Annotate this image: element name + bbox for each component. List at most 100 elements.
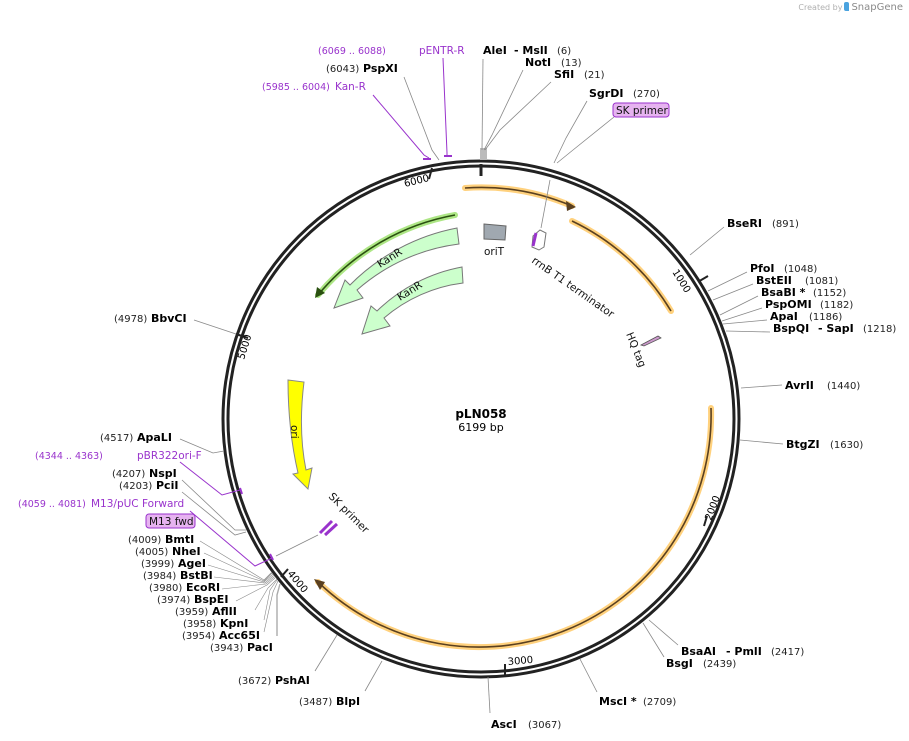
plasmid-title: pLN058 6199 bp [455,407,506,434]
svg-text:ApaI: ApaI [770,310,798,323]
backbone [221,148,741,679]
enzyme-aflii[interactable]: (3959) AflII [175,578,278,618]
enzyme-bsgi[interactable]: BsgI (2439) [642,622,736,670]
enzyme-sfii[interactable]: SfiI (21) [484,68,605,151]
enzyme-msci[interactable]: MscI * (2709) [579,658,676,708]
svg-text:(3984): (3984) [143,571,176,582]
enzyme-asci[interactable]: AscI (3067) [487,676,561,731]
enzyme-ecori[interactable]: (3980) EcoRI [149,575,276,594]
enzyme-bseri[interactable]: BseRI (891) [689,217,799,256]
enzyme-bbvci[interactable]: (4978) BbvCI [114,312,237,335]
svg-text:(4005): (4005) [135,547,168,558]
orf-arcs [314,184,715,651]
svg-text:BseRI: BseRI [727,217,762,230]
svg-text:- PmlI: - PmlI [726,645,762,658]
svg-text:MscI *: MscI * [599,695,637,708]
enzyme-bsteii[interactable]: BstEII (1081) [712,274,838,301]
feature-sk-primer-inner[interactable]: SK primer [275,491,371,557]
svg-text:NspI: NspI [149,467,177,480]
svg-text:AflII: AflII [212,605,237,618]
enzyme-avrii[interactable]: AvrII (1440) [740,379,860,392]
enzymes-left: (4978) BbvCI (4517) ApaLI (4207) NspI (4… [100,312,281,654]
enzyme-acc65i[interactable]: (3954) Acc65I [182,580,279,642]
boxed-label-m13-fwd[interactable]: M13 fwd [145,513,196,529]
snapgene-logo-icon [844,2,850,11]
svg-text:BbvCI: BbvCI [151,312,187,325]
enzyme-bspqi-sapi[interactable]: BspQI - SapI (1218) [725,322,896,335]
enzyme-kpni[interactable]: (3958) KpnI [183,579,278,630]
enzyme-sgrdi[interactable]: SgrDI (270) [553,87,660,164]
enzyme-bspei[interactable]: (3974) BspEI [157,576,277,606]
svg-text:(1048): (1048) [784,264,817,275]
enzyme-pcii[interactable]: (4203) PciI [119,479,247,536]
enzyme-bsabi[interactable]: BsaBI * (1152) [719,286,846,316]
svg-text:AleI: AleI [483,44,507,57]
enzyme-bstbi[interactable]: (3984) BstBI [143,569,275,584]
enzymes-bottom: BsaAI - PmlI (2417) BsgI (2439) MscI * (… [238,619,804,731]
enzyme-paci[interactable]: (3943) PacI [210,583,281,654]
svg-text:(4203): (4203) [119,481,152,492]
svg-text:BstEII: BstEII [756,274,792,287]
enzyme-bmti[interactable]: (4009) BmtI [128,533,273,581]
enzyme-alei-msli[interactable]: AleI - MslI (6) [481,44,571,151]
feature-rrnb-terminator[interactable]: rrnB T1 terminator [529,179,617,321]
svg-text:(4009): (4009) [128,535,161,546]
enzyme-agei[interactable]: (3999) AgeI [141,557,274,583]
enzyme-apai[interactable]: ApaI (1186) [722,310,842,325]
svg-text:- SapI: - SapI [818,322,854,335]
boxed-label-sk-primer[interactable]: SK primer [556,102,670,164]
svg-text:KpnI: KpnI [220,617,248,630]
svg-text:PacI: PacI [247,641,273,654]
svg-text:pENTR-R: pENTR-R [419,45,465,57]
svg-text:1000: 1000 [669,268,692,295]
svg-text:SK primer: SK primer [616,105,668,117]
svg-text:PspOMI: PspOMI [765,298,812,311]
enzymes-top: (6043) PspXI AleI - MslI (6) NotI (13) S… [326,44,660,164]
enzymes-right: BseRI (891) PfoI (1048) BstEII (1081) Bs… [689,217,896,451]
svg-text:5000: 5000 [236,333,254,361]
plasmid-length: 6199 bp [458,421,503,434]
svg-text:(1182): (1182) [820,300,853,311]
primer-pentr-r[interactable]: (6069 .. 6088) pENTR-R [318,45,465,157]
svg-text:(3959): (3959) [175,607,208,618]
svg-text:(6069 .. 6088): (6069 .. 6088) [318,46,386,57]
tick-1000: 1000 [669,268,709,295]
primer-pbr322ori-f[interactable]: (4344 .. 4363) pBR322ori-F [35,450,243,496]
svg-text:Acc65I: Acc65I [219,629,260,642]
enzyme-nhei[interactable]: (4005) NheI [135,545,273,582]
svg-text:PshAI: PshAI [275,674,310,687]
svg-text:BsgI: BsgI [666,657,693,670]
feature-hq-tag[interactable]: HQ tag [623,331,662,370]
svg-text:BspEI: BspEI [194,593,228,606]
enzyme-blpi[interactable]: (3487) BlpI [299,660,383,708]
svg-text:ApaLI: ApaLI [137,431,172,444]
primer-kan-r[interactable]: (5985 .. 6004) Kan-R [262,81,431,160]
enzyme-pfoi[interactable]: PfoI (1048) [707,262,817,292]
primer-m13-puc-forward[interactable]: (4059 .. 4081) M13/pUC Forward [18,498,274,567]
enzyme-btgzi[interactable]: BtgZI (1630) [739,438,863,451]
svg-text:(3672): (3672) [238,676,271,687]
enzyme-pshai[interactable]: (3672) PshAI [238,634,338,687]
svg-text:(1152): (1152) [813,288,846,299]
enzyme-pspomi[interactable]: PspOMI (1182) [721,298,853,322]
svg-text:BstBI: BstBI [180,569,213,582]
svg-text:pBR322ori-F: pBR322ori-F [137,450,202,462]
feature-orit[interactable]: oriT [483,223,507,258]
enzyme-noti[interactable]: NotI (13) [483,56,582,151]
svg-text:PspXI: PspXI [363,62,398,75]
svg-text:SgrDI: SgrDI [589,87,623,100]
credit-brand: SnapGene [851,2,903,13]
feature-kanr-2[interactable]: KanR [361,266,464,335]
enzyme-apali[interactable]: (4517) ApaLI [100,431,225,454]
svg-text:(4978): (4978) [114,314,147,325]
svg-text:BspQI: BspQI [773,322,809,335]
feature-ori[interactable]: ori [287,379,313,491]
enzyme-bsaai-pmli[interactable]: BsaAI - PmlI (2417) [648,619,804,658]
svg-text:(3958): (3958) [183,619,216,630]
tick-3000: 3000 [504,655,534,675]
enzyme-pspxi[interactable]: (6043) PspXI [326,62,440,161]
enzyme-nspi[interactable]: (4207) NspI [112,467,246,531]
svg-text:(4059 .. 4081): (4059 .. 4081) [18,499,86,510]
svg-text:(2709): (2709) [643,697,676,708]
